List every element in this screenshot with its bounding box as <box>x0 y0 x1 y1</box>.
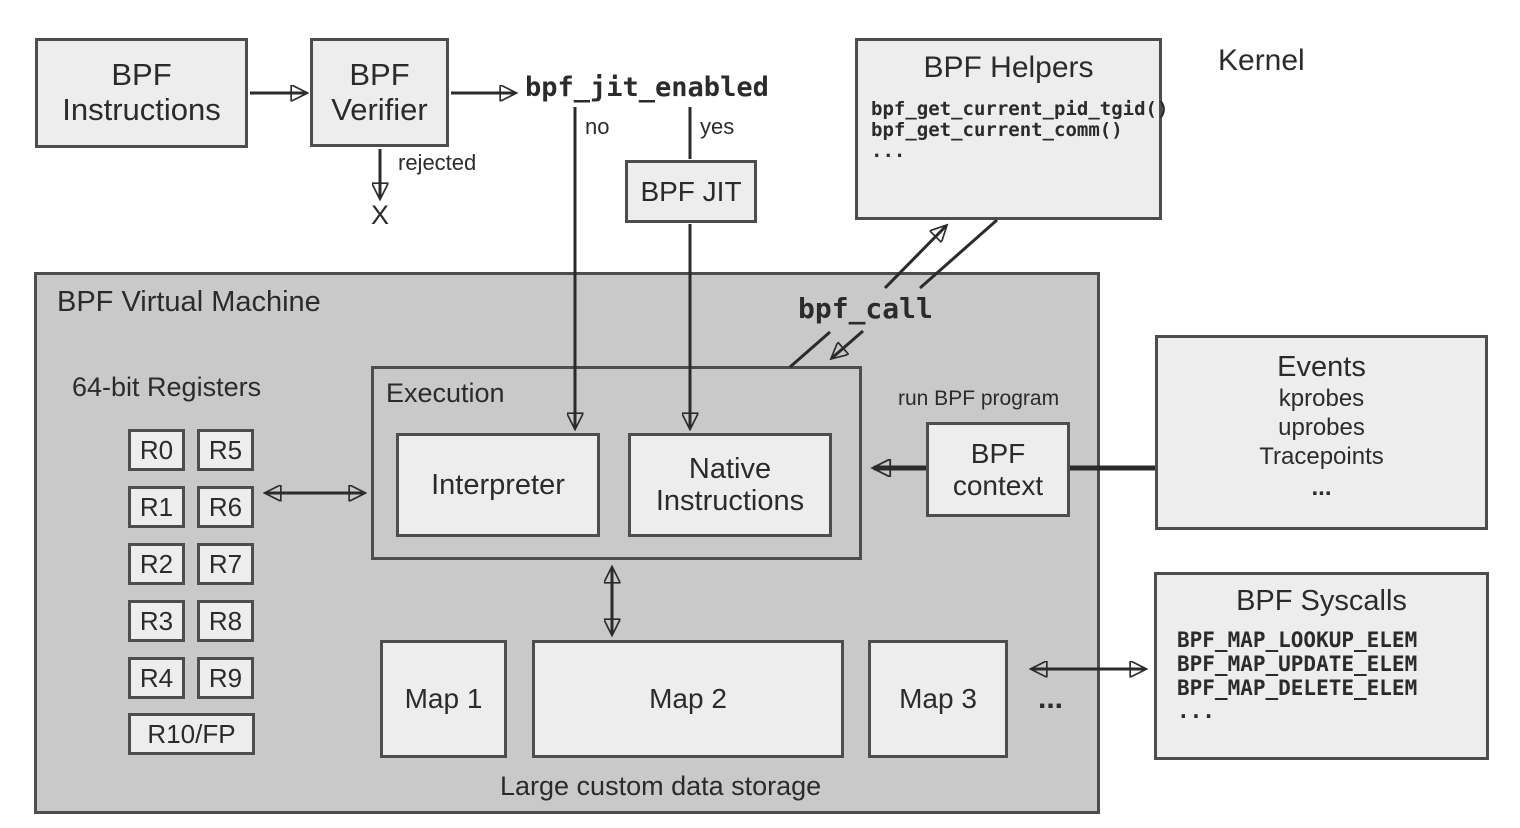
bpf-jit-box: BPF JIT <box>625 160 757 223</box>
run-bpf-program-label: run BPF program <box>898 387 1060 410</box>
register-r5: R5 <box>197 429 254 471</box>
register-r0: R0 <box>128 429 185 471</box>
bpf-call-label: bpf_call <box>798 292 933 325</box>
map1-box: Map 1 <box>380 640 507 758</box>
event-item-uprobes: uprobes <box>1278 414 1365 442</box>
bpf-syscalls-title: BPF Syscalls <box>1236 585 1407 617</box>
bpf-verifier-label: BPF Verifier <box>331 56 428 127</box>
register-r7: R7 <box>197 543 254 585</box>
register-r6: R6 <box>197 486 254 528</box>
register-r10-fp: R10/FP <box>128 713 255 755</box>
execution-box <box>371 366 862 560</box>
syscall-map-lookup: BPF_MAP_LOOKUP_ELEM <box>1177 628 1418 653</box>
event-item-kprobes: kprobes <box>1278 385 1365 413</box>
bpf-helpers-title: BPF Helpers <box>923 51 1094 84</box>
events-ellipsis: ... <box>1311 474 1332 502</box>
event-item-tracepoints: Tracepoints <box>1259 443 1384 471</box>
execution-title: Execution <box>386 378 505 408</box>
native-instructions-label: Native Instructions <box>655 452 805 517</box>
events-box: Events kprobes uprobes Tracepoints ... <box>1155 335 1488 530</box>
rejected-label: rejected <box>398 150 477 175</box>
bpf-instructions-box: BPF Instructions <box>35 38 248 148</box>
bpf-vm-title: BPF Virtual Machine <box>57 286 321 318</box>
storage-caption: Large custom data storage <box>500 771 822 801</box>
bpf-verifier-box: BPF Verifier <box>310 38 449 147</box>
bpf-jit-enabled-label: bpf_jit_enabled <box>525 72 769 103</box>
bpf-jit-label: BPF JIT <box>640 175 742 207</box>
map3-label: Map 3 <box>899 683 977 715</box>
map3-box: Map 3 <box>868 640 1008 758</box>
native-instructions-box: Native Instructions <box>628 433 832 537</box>
no-branch-label: no <box>585 114 610 139</box>
register-r9: R9 <box>197 657 254 699</box>
bpf-context-box: BPF context <box>926 422 1070 517</box>
maps-ellipsis: ... <box>1038 682 1064 715</box>
events-title: Events <box>1277 351 1366 383</box>
syscall-map-update: BPF_MAP_UPDATE_ELEM <box>1177 651 1418 676</box>
helpers-ellipsis: ... <box>871 140 906 163</box>
bpf-syscalls-box: BPF Syscalls BPF_MAP_LOOKUP_ELEM BPF_MAP… <box>1154 572 1489 760</box>
map1-label: Map 1 <box>404 683 483 715</box>
bpf-context-label: BPF context <box>952 438 1044 501</box>
syscalls-ellipsis: ... <box>1177 699 1215 724</box>
bpf-helpers-box: BPF Helpers bpf_get_current_pid_tgid() b… <box>855 38 1168 220</box>
map2-box: Map 2 <box>532 640 844 758</box>
helper-function-1: bpf_get_current_pid_tgid() <box>871 97 1169 120</box>
interpreter-box: Interpreter <box>396 433 600 537</box>
syscall-map-delete: BPF_MAP_DELETE_ELEM <box>1177 675 1418 700</box>
register-r4: R4 <box>128 657 185 699</box>
rejected-x-label: X <box>371 200 390 230</box>
yes-branch-label: yes <box>700 114 735 139</box>
map2-label: Map 2 <box>649 683 727 715</box>
register-r3: R3 <box>128 600 185 642</box>
kernel-label: Kernel <box>1218 44 1305 77</box>
register-r2: R2 <box>128 543 185 585</box>
register-r8: R8 <box>197 600 254 642</box>
helper-function-2: bpf_get_current_comm() <box>871 118 1123 141</box>
registers-title: 64-bit Registers <box>72 372 262 402</box>
interpreter-label: Interpreter <box>431 468 565 501</box>
bpf-instructions-label: BPF Instructions <box>62 57 221 127</box>
register-r1: R1 <box>128 486 185 528</box>
